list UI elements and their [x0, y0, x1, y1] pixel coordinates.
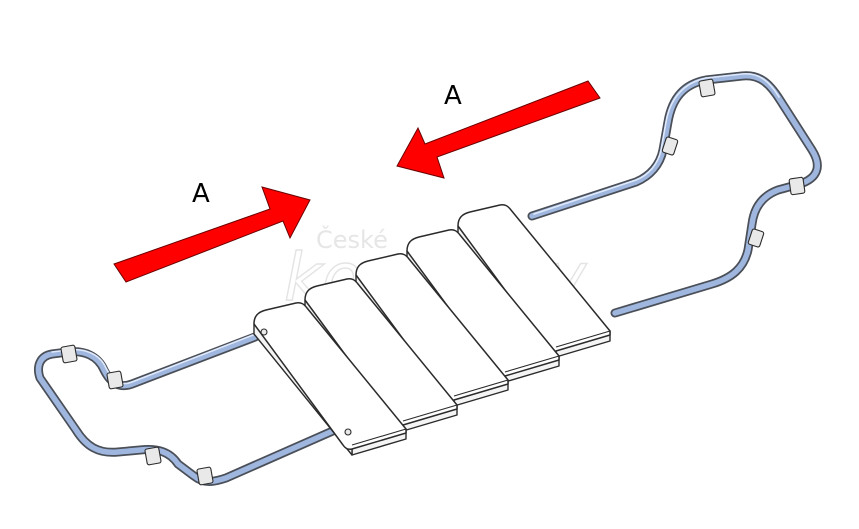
left-frame-tube-highlight: [51, 334, 254, 385]
bolt: [260, 328, 268, 336]
seat-slats: [253, 204, 611, 456]
clip: [196, 466, 214, 486]
arrow-left-label: A: [444, 81, 462, 111]
clip: [788, 176, 806, 196]
left-frame: [34, 332, 340, 486]
clip: [747, 228, 765, 248]
right-frame-tube-highlight: [533, 72, 780, 215]
clip: [60, 344, 78, 364]
arrow-right-label: A: [192, 179, 210, 209]
arrow-left: [396, 80, 601, 179]
bolt: [344, 428, 352, 436]
right-frame: [527, 71, 822, 318]
clip: [144, 446, 162, 466]
watermark-line1: České: [316, 224, 388, 254]
clip: [106, 370, 124, 390]
clip: [661, 136, 679, 156]
slat: [253, 302, 407, 456]
left-frame-tube: [35, 334, 338, 485]
clip: [698, 78, 716, 98]
arrow-right: [113, 186, 311, 283]
